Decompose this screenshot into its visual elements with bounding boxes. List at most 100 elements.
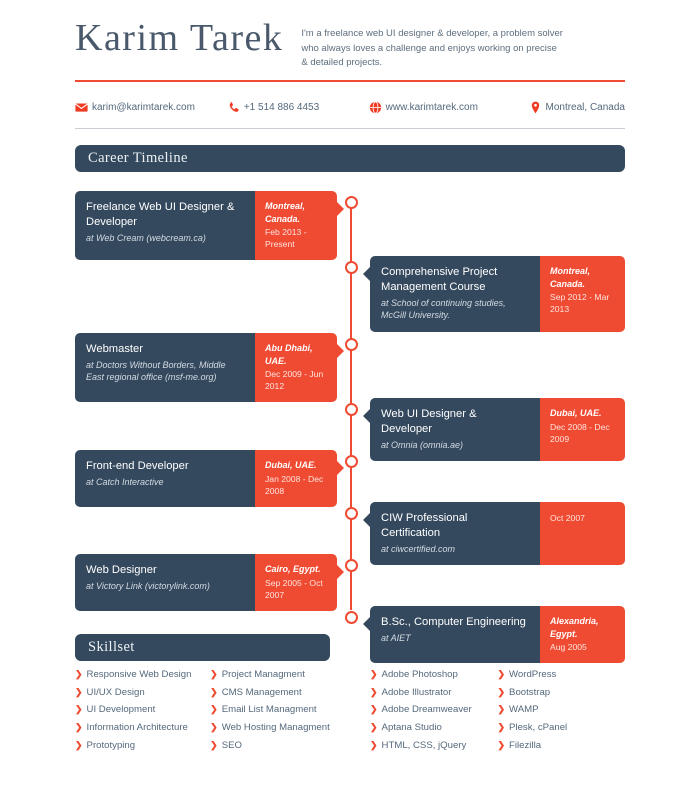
chevron-right-icon: ❯ [75,669,83,680]
contact-divider [75,128,625,130]
contact-location: Montreal, Canada [529,101,625,114]
entry-place: Montreal, Canada. [265,201,306,224]
list-item[interactable]: ❯Responsive Web Design [75,670,210,680]
list-item[interactable]: ❯WordPress [498,670,626,680]
timeline-entry[interactable]: Front-end Developer at Catch Interactive… [75,450,344,507]
list-item-label: Filezilla [509,739,542,751]
section-title: Career Timeline [88,150,188,167]
entry-org: at Victory Link (victorylink.com) [86,581,210,592]
chevron-right-icon: ❯ [210,686,218,697]
entry-place: Alexandria, Egypt. [550,616,599,639]
entry-role: CIW Professional Certification [381,512,468,540]
list-item[interactable]: ❯Filezilla [498,739,626,751]
chevron-right-icon: ❯ [75,739,83,750]
entry-dates: Dec 2008 - Dec 2009 [550,421,610,444]
list-item-label: Adobe Illustrator [381,686,452,698]
entry-role: Front-end Developer [86,460,189,473]
list-item-label: WordPress [509,669,557,681]
list-item[interactable]: ❯Adobe Illustrator [370,686,498,698]
entry-role: Web UI Designer & Developer [381,408,477,436]
map-pin-icon [529,101,542,114]
entry-dates: Oct 2007 [550,513,585,524]
entry-role: Web Designer [86,564,157,577]
contact-phone[interactable]: +1 514 886 4453 [227,101,369,114]
entry-role: Freelance Web UI Designer & Developer [86,201,235,229]
entry-dates: Jan 2008 - Dec 2008 [265,473,324,496]
contact-email[interactable]: karim@karimtarek.com [75,101,227,114]
contact-website-text: www.karimtarek.com [385,101,478,113]
timeline-entry[interactable]: Webmaster at Doctors Without Borders, Mi… [75,333,344,403]
toolbox-lists: ❯Adobe Photoshop ❯Adobe Illustrator ❯Ado… [370,670,625,758]
timeline-entry[interactable]: CIW Professional Certification at ciwcer… [363,502,625,566]
entry-role: Webmaster [86,343,143,356]
list-item[interactable]: ❯UI/UX Design [75,686,210,698]
chevron-right-icon: ❯ [75,686,83,697]
timeline-entry[interactable]: Freelance Web UI Designer & Developer at… [75,191,344,261]
list-item[interactable]: ❯Adobe Photoshop [370,670,498,680]
contact-website[interactable]: www.karimtarek.com [369,101,529,114]
list-item[interactable]: ❯SEO [210,739,330,751]
list-item-label: Prototyping [86,739,136,751]
chevron-right-icon: ❯ [497,686,506,697]
chevron-right-icon: ❯ [75,704,83,715]
list-item-label: UI Development [86,704,156,716]
section-title: Skillset [88,639,135,656]
skillset-column-right: ❯Project Managment ❯CMS Management ❯Emai… [210,670,330,758]
list-item[interactable]: ❯WAMP [498,705,626,715]
timeline-entry[interactable]: Web UI Designer & Developer at Omnia (om… [363,398,625,462]
entry-org: at Doctors Without Borders, Middle East … [86,360,226,383]
list-item[interactable]: ❯Bootstrap [497,686,626,698]
page-title: Karim Tarek [75,17,284,59]
list-item[interactable]: ❯Prototyping [75,739,210,751]
list-item[interactable]: ❯Project Managment [210,670,330,680]
list-item[interactable]: ❯Information Architecture [75,721,210,733]
entry-place: Montreal, Canada. [550,266,591,289]
list-item-label: Bootstrap [509,686,551,698]
chevron-right-icon: ❯ [497,704,506,715]
list-item-label: Adobe Photoshop [381,669,458,681]
list-item[interactable]: ❯CMS Management [210,686,330,698]
list-item[interactable]: ❯HTML, CSS, jQuery [370,739,498,751]
chevron-right-icon: ❯ [210,669,218,680]
globe-icon [369,101,382,114]
timeline-node [344,338,358,352]
section-header-skillset: Skillset [75,634,330,662]
list-item[interactable]: ❯UI Development [75,705,210,715]
timeline-node [344,507,358,521]
timeline-entry[interactable]: B.Sc., Computer Engineering at AIET Alex… [363,606,625,664]
chevron-right-icon: ❯ [370,686,378,697]
timeline-node [344,196,358,210]
resume-page: Karim Tarek I'm a freelance web UI desig… [75,0,625,788]
list-item[interactable]: ❯Plesk, cPanel [498,721,626,733]
list-item-label: WAMP [509,704,539,716]
timeline-entry[interactable]: Web Designer at Victory Link (victorylin… [75,554,344,611]
entry-place: Dubai, UAE. [265,460,317,471]
timeline-entry[interactable]: Comprehensive Project Management Course … [363,256,625,332]
timeline-node [344,559,358,573]
list-item-label: Plesk, cPanel [509,721,568,733]
entry-org: at Catch Interactive [86,477,164,488]
chevron-right-icon: ❯ [75,721,83,732]
contact-row: karim@karimtarek.com +1 514 886 4453 www… [75,97,625,117]
contact-phone-text: +1 514 886 4453 [243,101,320,113]
envelope-icon [75,101,88,114]
timeline: Freelance Web UI Designer & Developer at… [75,186,625,664]
list-item[interactable]: ❯Aptana Studio [370,721,498,733]
entry-dates: Sep 2005 - Oct 2007 [265,577,323,600]
list-item[interactable]: ❯Web Hosting Managment [210,721,330,733]
chevron-right-icon: ❯ [210,721,218,732]
list-item-label: Adobe Dreamweaver [381,704,472,716]
list-item-label: CMS Management [221,686,302,698]
list-item[interactable]: ❯Email List Managment [210,705,330,715]
skillset-lists: ❯Responsive Web Design ❯UI/UX Design ❯UI… [75,670,330,758]
list-item[interactable]: ❯Adobe Dreamweaver [370,705,498,715]
skillset-column-left: ❯Responsive Web Design ❯UI/UX Design ❯UI… [75,670,210,758]
entry-dates: Sep 2012 - Mar 2013 [550,292,610,315]
entry-org: at Web Cream (webcream.ca) [86,232,206,243]
entry-dates: Feb 2013 - Present [265,227,307,250]
chevron-right-icon: ❯ [210,739,218,750]
chevron-right-icon: ❯ [497,669,506,680]
chevron-right-icon: ❯ [370,739,378,750]
chevron-right-icon: ❯ [370,721,378,732]
list-item-label: HTML, CSS, jQuery [381,739,467,751]
